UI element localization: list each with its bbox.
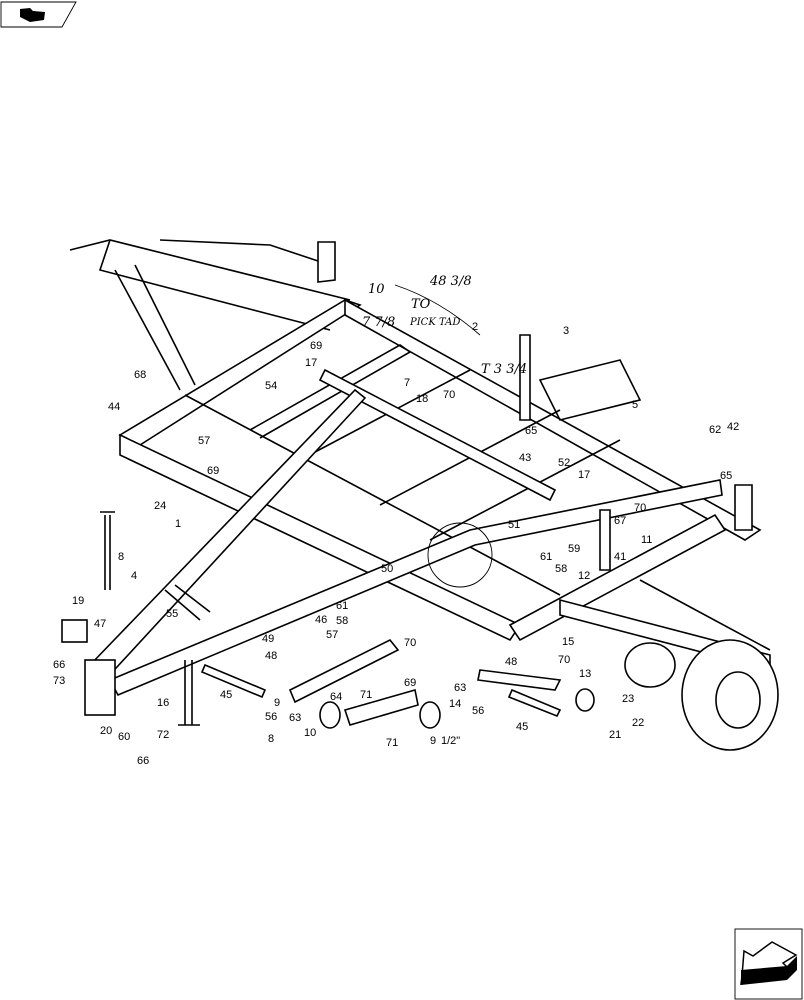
callout-43: 43 (519, 452, 531, 464)
callout-2: 2 (472, 321, 478, 333)
callout-22: 22 (632, 717, 644, 729)
callout-70: 70 (404, 637, 416, 649)
callout-9: 9 (274, 697, 280, 709)
note-48-3-8: 48 3/8 (429, 274, 472, 289)
callout-58: 58 (336, 615, 348, 627)
handwritten-notes: 48 3/8 7 7/8 10 TO PICK TAD T 3 3/4 (362, 274, 527, 377)
callout-65: 65 (525, 425, 537, 437)
callout-70: 70 (443, 389, 455, 401)
note-pick-tad: PICK TAD (409, 317, 460, 328)
callout-63: 63 (454, 682, 466, 694)
callout-56: 56 (472, 705, 484, 717)
callout-55: 55 (166, 608, 178, 620)
callout-9: 9 (430, 735, 436, 747)
callout-57: 57 (198, 435, 210, 447)
callout-47: 47 (94, 618, 106, 630)
back-book-icon (20, 8, 45, 22)
note-to: TO (411, 297, 431, 312)
callout-46: 46 (315, 614, 327, 626)
callout-73: 73 (53, 675, 65, 687)
note-arrow (394, 284, 481, 336)
callout-69: 69 (404, 677, 416, 689)
callout-51: 51 (508, 519, 520, 531)
callout-13: 13 (579, 668, 591, 680)
callout-42: 42 (727, 421, 739, 433)
back-button[interactable] (0, 1, 77, 28)
callout-54: 54 (265, 380, 277, 392)
callout-23: 23 (622, 693, 634, 705)
callout-44: 44 (108, 401, 120, 413)
note-t-3-3-4: T 3 3/4 (481, 362, 527, 377)
callout-63: 63 (289, 712, 301, 724)
callout-4: 4 (131, 570, 137, 582)
callout-59: 59 (568, 543, 580, 555)
note-10: 10 (368, 282, 385, 297)
note-7-7-8: 7 7/8 (362, 315, 395, 330)
callout-48: 48 (265, 650, 277, 662)
callout-57: 57 (326, 629, 338, 641)
callout-12: 12 (578, 570, 590, 582)
callout-41: 41 (614, 551, 626, 563)
callout-65: 65 (720, 470, 732, 482)
callout-1: 1 (175, 518, 181, 530)
callout-45: 45 (516, 721, 528, 733)
callout-17: 17 (578, 469, 590, 481)
callout-62: 62 (709, 424, 721, 436)
callout-69: 69 (310, 340, 322, 352)
callout-71: 71 (360, 689, 372, 701)
next-button-frame (734, 928, 803, 1000)
callout-17: 17 (305, 357, 317, 369)
callout-72: 72 (157, 729, 169, 741)
callout-70: 70 (634, 502, 646, 514)
callout-labels: 3 5 68 44 54 57 69 69 17 7 18 70 65 43 5… (53, 321, 739, 767)
callout-45: 45 (220, 689, 232, 701)
back-button-frame (0, 1, 77, 28)
callout-56: 56 (265, 711, 277, 723)
callout-60: 60 (118, 731, 130, 743)
callout-52: 52 (558, 457, 570, 469)
callout-64: 64 (330, 691, 342, 703)
next-button[interactable] (734, 928, 803, 1000)
next-arrow-shadow (741, 956, 797, 985)
callout-14: 14 (449, 698, 461, 710)
callout-66: 66 (53, 659, 65, 671)
frame-drawing (61, 239, 779, 751)
callout-20: 20 (100, 725, 112, 737)
callout-8: 8 (268, 733, 274, 745)
callout-18: 18 (416, 393, 428, 405)
callout-50: 50 (381, 563, 393, 575)
callout-21: 21 (609, 729, 621, 741)
callout-61: 61 (540, 551, 552, 563)
callout-48: 48 (505, 656, 517, 668)
callout-5: 5 (632, 399, 638, 411)
callout-70: 70 (558, 654, 570, 666)
callout-68: 68 (134, 369, 146, 381)
callout-19: 19 (72, 595, 84, 607)
callout-7: 7 (404, 377, 410, 389)
callout-58: 58 (555, 563, 567, 575)
callout-11: 11 (641, 534, 652, 546)
callout-16: 16 (157, 697, 169, 709)
callout-15: 15 (562, 636, 574, 648)
callout-10: 10 (304, 727, 316, 739)
callout-24: 24 (154, 500, 166, 512)
callout-61: 61 (336, 600, 348, 612)
callout-8: 8 (118, 551, 124, 563)
callout-71: 71 (386, 737, 398, 749)
callout-66: 66 (137, 755, 149, 767)
callout-67: 67 (614, 515, 626, 527)
callout-3: 3 (563, 325, 569, 337)
callout-49: 49 (262, 633, 274, 645)
callout-69: 69 (207, 465, 219, 477)
callout-half-inch: 1/2" (441, 735, 460, 747)
